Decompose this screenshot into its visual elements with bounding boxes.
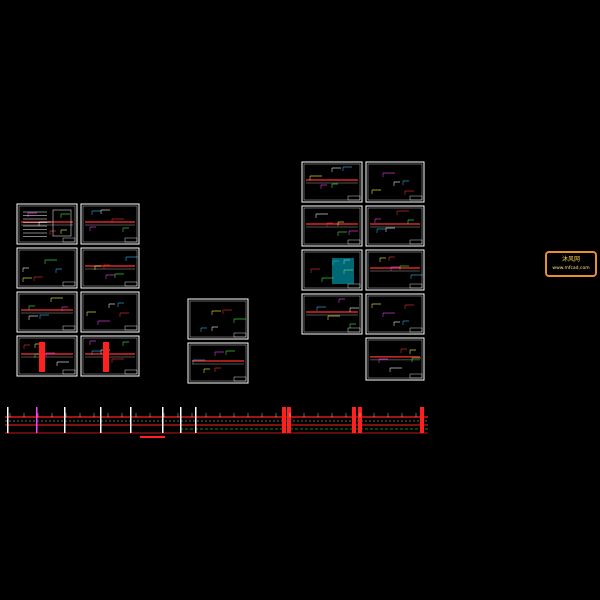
drawing-sheet (187, 342, 249, 384)
drawing-sheet (301, 205, 363, 247)
highlight-block (39, 342, 45, 372)
title-block (124, 237, 138, 243)
profile-marker (420, 407, 424, 433)
watermark-stamp: 沐风网 www.mfcad.com (545, 251, 597, 277)
drawing-sheet (301, 249, 363, 291)
title-block (347, 195, 361, 201)
sheet-inner-frame (367, 339, 423, 379)
sheet-inner-frame (82, 249, 138, 287)
profile-scale-bar (140, 436, 165, 438)
title-block (124, 325, 138, 331)
drawing-sheet (80, 247, 140, 289)
title-block (347, 239, 361, 245)
profile-marker (282, 407, 286, 433)
sheet-inner-frame (18, 293, 76, 331)
drawing-sheet (301, 293, 363, 335)
sheet-border (365, 337, 425, 381)
watermark-url: www.mfcad.com (552, 266, 590, 271)
profile-marker (64, 407, 66, 433)
sheet-inner-frame (303, 163, 361, 201)
drawing-sheet (365, 293, 425, 335)
title-block (124, 281, 138, 287)
sheet-inner-frame (18, 249, 76, 287)
sheet-inner-frame (82, 337, 138, 375)
title-block (409, 327, 423, 333)
sheet-border (187, 342, 249, 384)
sheet-border (80, 247, 140, 289)
sheet-inner-frame (303, 251, 361, 289)
drawing-sheet (16, 247, 78, 289)
profile-marker (100, 407, 102, 433)
sheet-border (365, 293, 425, 335)
cyan-detail (332, 258, 354, 284)
profile-marker (195, 407, 197, 433)
sheet-inner-frame (367, 251, 423, 289)
sheet-border (301, 293, 363, 335)
drawing-sheet (301, 161, 363, 203)
title-block (409, 373, 423, 379)
title-block (62, 369, 76, 375)
sheet-inner-frame (18, 205, 76, 243)
profile-marker (180, 407, 182, 433)
profile-marker (358, 407, 362, 433)
sheet-inner-frame (367, 163, 423, 201)
sheet-inner-frame (367, 295, 423, 333)
sheet-inner-frame (82, 205, 138, 243)
longitudinal-profile (5, 407, 428, 438)
sheet-inner-frame (303, 207, 361, 245)
sheet-inner-frame (367, 207, 423, 245)
drawing-sheet (365, 337, 425, 381)
drawing-sheet (187, 298, 249, 340)
drawing-sheet (365, 205, 425, 247)
profile-marker (162, 407, 164, 433)
sheet-border (16, 291, 78, 333)
sheet-inner-frame (303, 295, 361, 333)
profile-marker (352, 407, 356, 433)
title-block (409, 195, 423, 201)
sheet-border (80, 203, 140, 245)
title-block (62, 325, 76, 331)
sheet-border (301, 161, 363, 203)
drawing-sheet (16, 203, 78, 245)
sheet-border (365, 205, 425, 247)
title-block (233, 332, 247, 338)
sheet-inner-frame (18, 337, 76, 375)
sheet-border (365, 249, 425, 291)
legend-table (52, 209, 72, 237)
drawing-sheet (80, 203, 140, 245)
drawing-sheet (80, 335, 140, 377)
title-block (62, 237, 76, 243)
sheet-border (301, 205, 363, 247)
profile-marker (36, 407, 38, 433)
title-block (233, 376, 247, 382)
profile-marker (7, 407, 9, 433)
title-block (124, 369, 138, 375)
title-block (409, 239, 423, 245)
sheet-inner-frame (82, 293, 138, 331)
watermark-name: 沐风网 (561, 256, 580, 263)
drawing-sheet (16, 335, 78, 377)
drawing-sheet (365, 161, 425, 203)
title-block (347, 327, 361, 333)
drawing-sheet (365, 249, 425, 291)
sheet-border (16, 203, 78, 245)
sheet-border (80, 335, 140, 377)
sheet-border (16, 335, 78, 377)
drawing-sheet (80, 291, 140, 333)
sheet-inner-frame (189, 344, 247, 382)
profile-marker (130, 407, 132, 433)
profile-marker (287, 407, 291, 433)
drawing-sheets (16, 161, 425, 384)
drawing-sheet (16, 291, 78, 333)
highlight-block (103, 342, 109, 372)
title-block (409, 283, 423, 289)
title-block (62, 281, 76, 287)
